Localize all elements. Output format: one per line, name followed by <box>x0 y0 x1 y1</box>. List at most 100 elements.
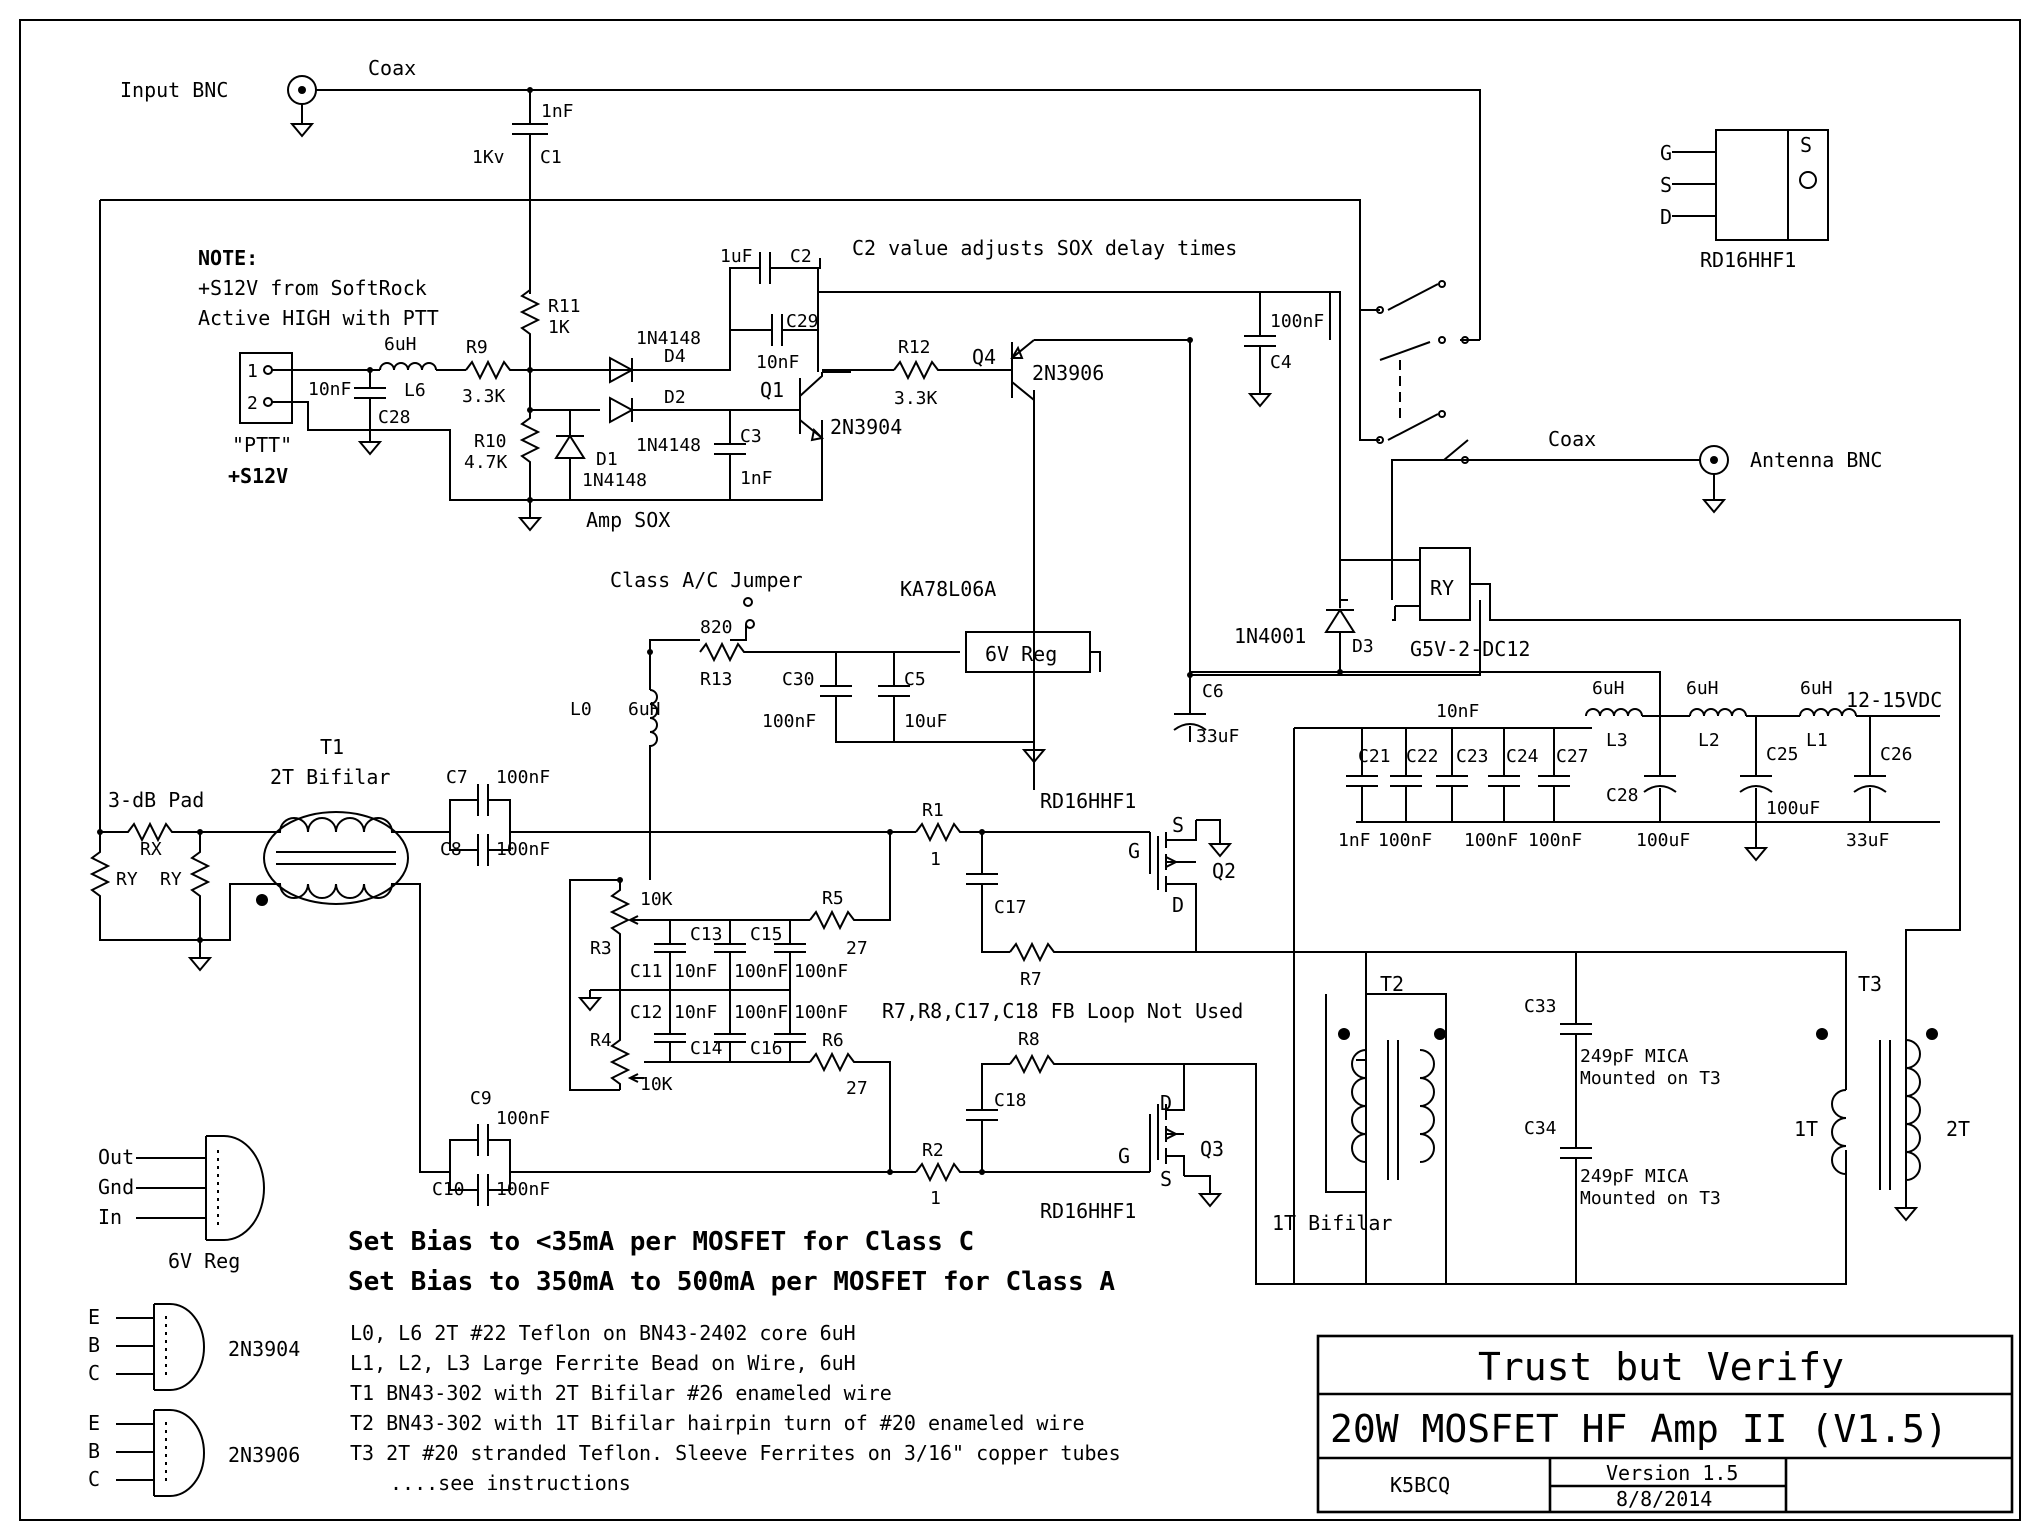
r4-value: 10K <box>640 1074 673 1095</box>
rd16-package-label: RD16HHF1 <box>1700 248 1796 272</box>
r6-ref: R6 <box>822 1030 844 1051</box>
c21-capacitor <box>1346 728 1378 822</box>
t2-transformer <box>1325 993 1447 1284</box>
c21-value: 1nF <box>1338 830 1371 851</box>
l3-value: 6uH <box>1592 678 1625 699</box>
q4-value: 2N3906 <box>1032 361 1104 385</box>
c28-ptt-capacitor <box>354 367 386 455</box>
q3-value: RD16HHF1 <box>1040 1199 1136 1223</box>
r10-resistor <box>519 370 541 531</box>
r2-resistor <box>915 1161 1150 1183</box>
note-line1: +S12V from SoftRock <box>198 276 427 300</box>
c30-value: 100nF <box>762 711 816 732</box>
r1-value: 1 <box>930 849 941 870</box>
c8-ref: C8 <box>440 839 462 860</box>
c33-desc2: Mounted on T3 <box>1580 1068 1721 1089</box>
c10-ref: C10 <box>432 1179 465 1200</box>
d2-ref: D2 <box>664 387 686 408</box>
reg-pin-gnd: Gnd <box>98 1175 134 1199</box>
c10-capacitor <box>477 1172 511 1206</box>
c10-value: 100nF <box>496 1179 550 1200</box>
l0-inductor <box>649 689 658 880</box>
title-slogan: Trust but Verify <box>1478 1345 1844 1389</box>
r6-resistor <box>809 1051 891 1172</box>
c16-value: 100nF <box>794 1002 848 1023</box>
c15-ref: C15 <box>750 924 783 945</box>
c13-value: 100nF <box>734 961 788 982</box>
antenna-bnc-label: Antenna BNC <box>1750 448 1882 472</box>
r3-value: 10K <box>640 889 673 910</box>
l1-value: 6uH <box>1800 678 1833 699</box>
l2-value: 6uH <box>1686 678 1719 699</box>
input-bnc <box>287 75 317 137</box>
c26-capacitor <box>1853 716 1887 822</box>
2n3904-pin-b: B <box>88 1333 100 1357</box>
c29-value: 10nF <box>756 352 799 373</box>
d1-value: 1N4148 <box>582 470 647 491</box>
d1-diode <box>530 409 586 500</box>
ptt-pin1: 1 <box>247 361 258 382</box>
r2-value: 1 <box>930 1188 941 1209</box>
note-inductors-l1-l3: L1, L2, L3 Large Ferrite Bead on Wire, 6… <box>350 1351 856 1375</box>
r5-ref: R5 <box>822 888 844 909</box>
q2-gate-label: G <box>1128 839 1140 863</box>
rd16-pin-d: D <box>1660 205 1672 229</box>
title-date: 8/8/2014 <box>1616 1487 1712 1511</box>
d1-ref: D1 <box>596 449 618 470</box>
c28-supply-capacitor <box>1643 720 1677 822</box>
t1-ref: T1 <box>320 735 344 759</box>
c2-ref: C2 <box>790 246 812 267</box>
t3-2t-label: 2T <box>1946 1117 1970 1141</box>
2n3906-package <box>116 1409 205 1497</box>
c25-value: 100uF <box>1766 798 1820 819</box>
2n3906-pin-e: E <box>88 1411 100 1435</box>
c23-value: 100nF <box>1464 830 1518 851</box>
c22-ref: C22 <box>1406 746 1439 767</box>
r5-resistor <box>809 832 891 931</box>
r6-value: 27 <box>846 1078 868 1099</box>
c34-ref: C34 <box>1524 1118 1557 1139</box>
sheet-border <box>19 19 2021 1521</box>
r12-resistor <box>893 359 1000 381</box>
q3-source-label: S <box>1160 1167 1172 1191</box>
c11-value: 10nF <box>674 961 717 982</box>
c22-capacitor <box>1390 728 1422 822</box>
c9-capacitor <box>477 1124 511 1172</box>
c27-capacitor <box>1538 728 1570 822</box>
2n3904-label: 2N3904 <box>228 1337 300 1361</box>
c24-ref: C24 <box>1506 746 1539 767</box>
rx-label: RX <box>140 839 162 860</box>
l3-inductor <box>1585 708 1643 717</box>
fb-loop-note: R7,R8,C17,C18 FB Loop Not Used <box>882 999 1243 1023</box>
c28-ptt-ref: C28 <box>378 407 411 428</box>
q4-transistor <box>1000 337 1193 790</box>
c17-capacitor <box>966 832 1010 953</box>
c5-ref: C5 <box>904 669 926 690</box>
bias-class-c: Set Bias to <35mA per MOSFET for Class C <box>348 1227 974 1257</box>
reg-package-label: 6V Reg <box>168 1249 240 1273</box>
ry2-label: RY <box>160 869 182 890</box>
c29-capacitor <box>730 292 819 346</box>
coax-in-label: Coax <box>368 56 416 80</box>
l1-ref: L1 <box>1806 730 1828 751</box>
c24-value: 100nF <box>1528 830 1582 851</box>
l3-ref: L3 <box>1606 730 1628 751</box>
c14-value: 100nF <box>734 1002 788 1023</box>
c29-ref: C29 <box>786 311 819 332</box>
pad-label: 3-dB Pad <box>108 788 204 812</box>
supply-label: 12-15VDC <box>1846 688 1942 712</box>
c24-capacitor <box>1488 728 1520 822</box>
note-t1: T1 BN43-302 with 2T Bifilar #26 enameled… <box>350 1381 892 1405</box>
c34-capacitor <box>1560 1144 1592 1284</box>
c30-capacitor <box>820 652 1034 743</box>
rd16-pin-s: S <box>1660 173 1672 197</box>
c16-capacitor <box>774 1004 806 1062</box>
input-bnc-label: Input BNC <box>120 78 228 102</box>
ry2-resistor <box>189 829 266 943</box>
c27-value: 10nF <box>1436 701 1479 722</box>
c33-desc1: 249pF MICA <box>1580 1046 1689 1067</box>
title-block <box>1316 1334 2014 1514</box>
q1-ref: Q1 <box>760 378 784 402</box>
r5-value: 27 <box>846 938 868 959</box>
c9-value: 100nF <box>496 1108 550 1129</box>
